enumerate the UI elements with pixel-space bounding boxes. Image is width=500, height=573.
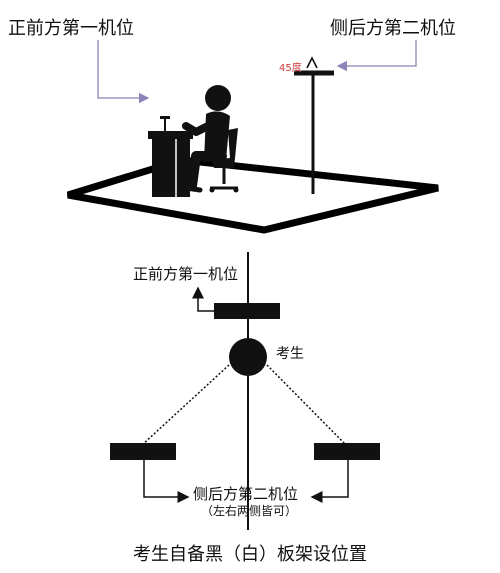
front-camera-arrow <box>192 286 214 312</box>
sightline-left <box>141 364 230 446</box>
angle-label: 45度 <box>279 63 302 74</box>
rear-camera-note: （左右两侧皆可） <box>201 504 298 518</box>
rear-camera-bar-left <box>110 443 176 460</box>
sightline-right <box>266 364 347 446</box>
side-camera-stand <box>294 56 334 194</box>
side-camera-callout <box>336 40 417 72</box>
diagram-caption: 考生自备黑（白）板架设位置 <box>133 544 367 565</box>
front-camera-bar <box>214 303 280 319</box>
rear-label-arrow-right <box>310 460 349 503</box>
rear-camera-bar-right <box>314 443 380 460</box>
floor-area <box>66 156 439 234</box>
candidate-seated-figure <box>182 85 239 193</box>
front-camera-label: 正前方第一机位 <box>8 18 134 39</box>
candidate-label: 考生 <box>276 346 304 362</box>
side-camera-label: 侧后方第二机位 <box>330 18 456 39</box>
layout-rear-camera-label: 侧后方第二机位 <box>193 485 299 503</box>
layout-front-camera-label: 正前方第一机位 <box>133 265 239 283</box>
rear-label-arrow-left <box>143 460 190 503</box>
front-camera-callout <box>97 40 150 104</box>
candidate-circle <box>229 338 267 376</box>
